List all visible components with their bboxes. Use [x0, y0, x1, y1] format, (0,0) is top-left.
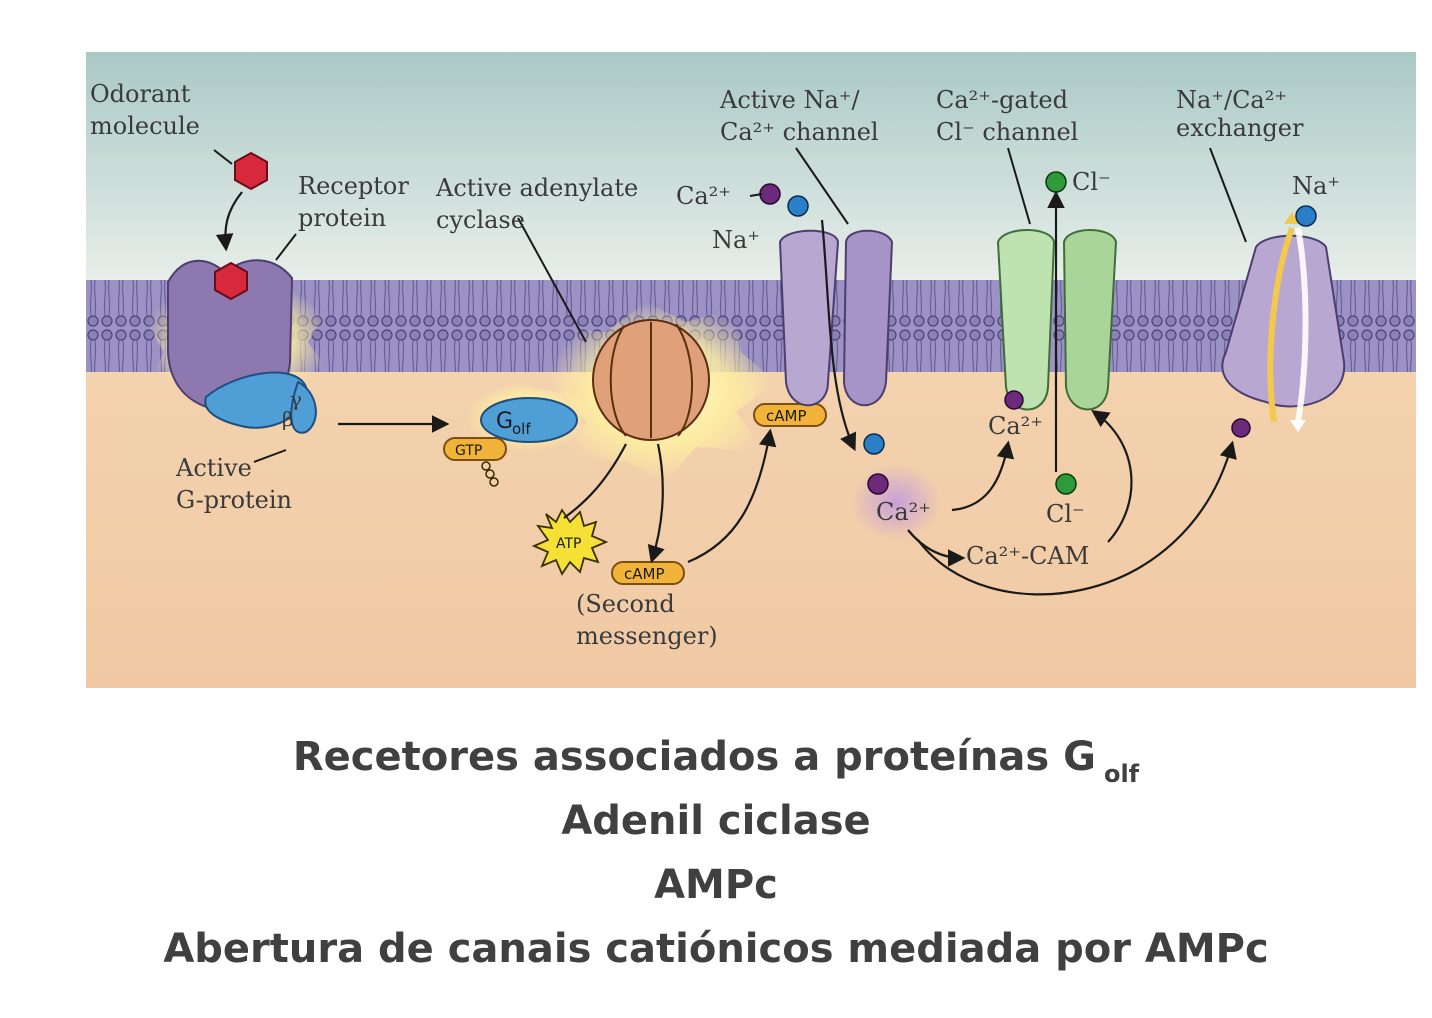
- ca-ion-inside: [867, 473, 889, 495]
- camp-bottom-label: cAMP: [624, 565, 665, 583]
- na-ion-exchanger-label: Na⁺: [1292, 172, 1340, 200]
- receptor-label-1: Receptor: [298, 172, 409, 200]
- na-ion-inside: [863, 433, 885, 455]
- ca-ion-inside-label: Ca²⁺: [876, 498, 931, 526]
- na-ca-channel: [778, 229, 894, 407]
- odorant-molecule: [234, 151, 268, 191]
- ca-ion-outside: [759, 183, 781, 205]
- gtp-tag: [443, 437, 507, 487]
- cl-ion-inside-label: Cl⁻: [1046, 500, 1085, 528]
- golf-subscript: olf: [512, 420, 531, 438]
- ca-ion-outside-label: Ca²⁺: [676, 182, 731, 210]
- exchanger-label-2: exchanger: [1176, 114, 1304, 142]
- caption-line-4: Abertura de canais catiónicos mediada po…: [163, 926, 1269, 972]
- camp-tag-channel: [753, 403, 827, 427]
- golf-protein: [466, 382, 591, 452]
- gtp-label: GTP: [455, 443, 482, 459]
- receptor-label-2: protein: [298, 204, 386, 232]
- cl-ion-inside: [1055, 473, 1077, 495]
- na-ca-channel-label-2: Ca²⁺ channel: [720, 118, 879, 146]
- adenylate-cyclase: [546, 302, 776, 482]
- adenylate-label-2: cyclase: [436, 206, 525, 234]
- cl-channel-label-2: Cl⁻ channel: [936, 118, 1078, 146]
- atp-burst: [531, 508, 609, 576]
- na-ion-outside-label: Na⁺: [712, 226, 760, 254]
- flow-arrows: [215, 190, 1237, 596]
- ca-ion-cl-channel: [1004, 390, 1024, 410]
- cl-channel: [996, 229, 1118, 411]
- ca-cam-label: Ca²⁺-CAM: [966, 542, 1089, 570]
- second-messenger-label-1: (Second: [576, 590, 675, 618]
- gamma-label: γ: [290, 387, 302, 411]
- ca-ion-cl-channel-label: Ca²⁺: [988, 412, 1043, 440]
- extracellular-space: [86, 52, 1416, 280]
- na-ca-channel-label-1: Active Na⁺/: [719, 86, 860, 114]
- camp-channel-label: cAMP: [766, 407, 807, 425]
- caption-line-2: Adenil ciclase: [561, 798, 871, 844]
- bound-odorant: [214, 261, 248, 301]
- exchanger-label-1: Na⁺/Ca²⁺: [1176, 86, 1287, 114]
- cl-ion-outside-label: Cl⁻: [1072, 168, 1111, 196]
- odorant-label-2: molecule: [90, 112, 200, 140]
- na-ca-exchanger: [1221, 212, 1346, 432]
- na-ion-outside: [787, 195, 809, 217]
- label-pointers: [213, 147, 1247, 463]
- active-g-label-2: G-protein: [176, 486, 292, 514]
- caption-line-1-text: Recetores associados a proteínas G: [292, 734, 1096, 780]
- adenylate-label-1: Active adenylate: [435, 174, 638, 202]
- golf-label: G: [496, 409, 513, 434]
- atp-label: ATP: [556, 536, 581, 552]
- ca-ion-exchanger: [1231, 418, 1251, 438]
- active-g-label-1: Active: [175, 454, 252, 482]
- na-ion-exchanger: [1295, 205, 1317, 227]
- caption-line-1-subscript: olf: [1103, 760, 1140, 788]
- cl-channel-label-1: Ca²⁺-gated: [936, 86, 1068, 114]
- cl-ion-outside: [1045, 171, 1067, 193]
- odorant-label-1: Odorant: [90, 80, 191, 108]
- caption-line-3: AMPc: [654, 862, 778, 908]
- olfactory-transduction-diagram: Odorant molecule Receptor protein Active…: [86, 52, 1416, 688]
- second-messenger-label-2: messenger): [576, 622, 718, 650]
- active-g-protein: [204, 371, 317, 434]
- beta-label: β: [282, 407, 294, 431]
